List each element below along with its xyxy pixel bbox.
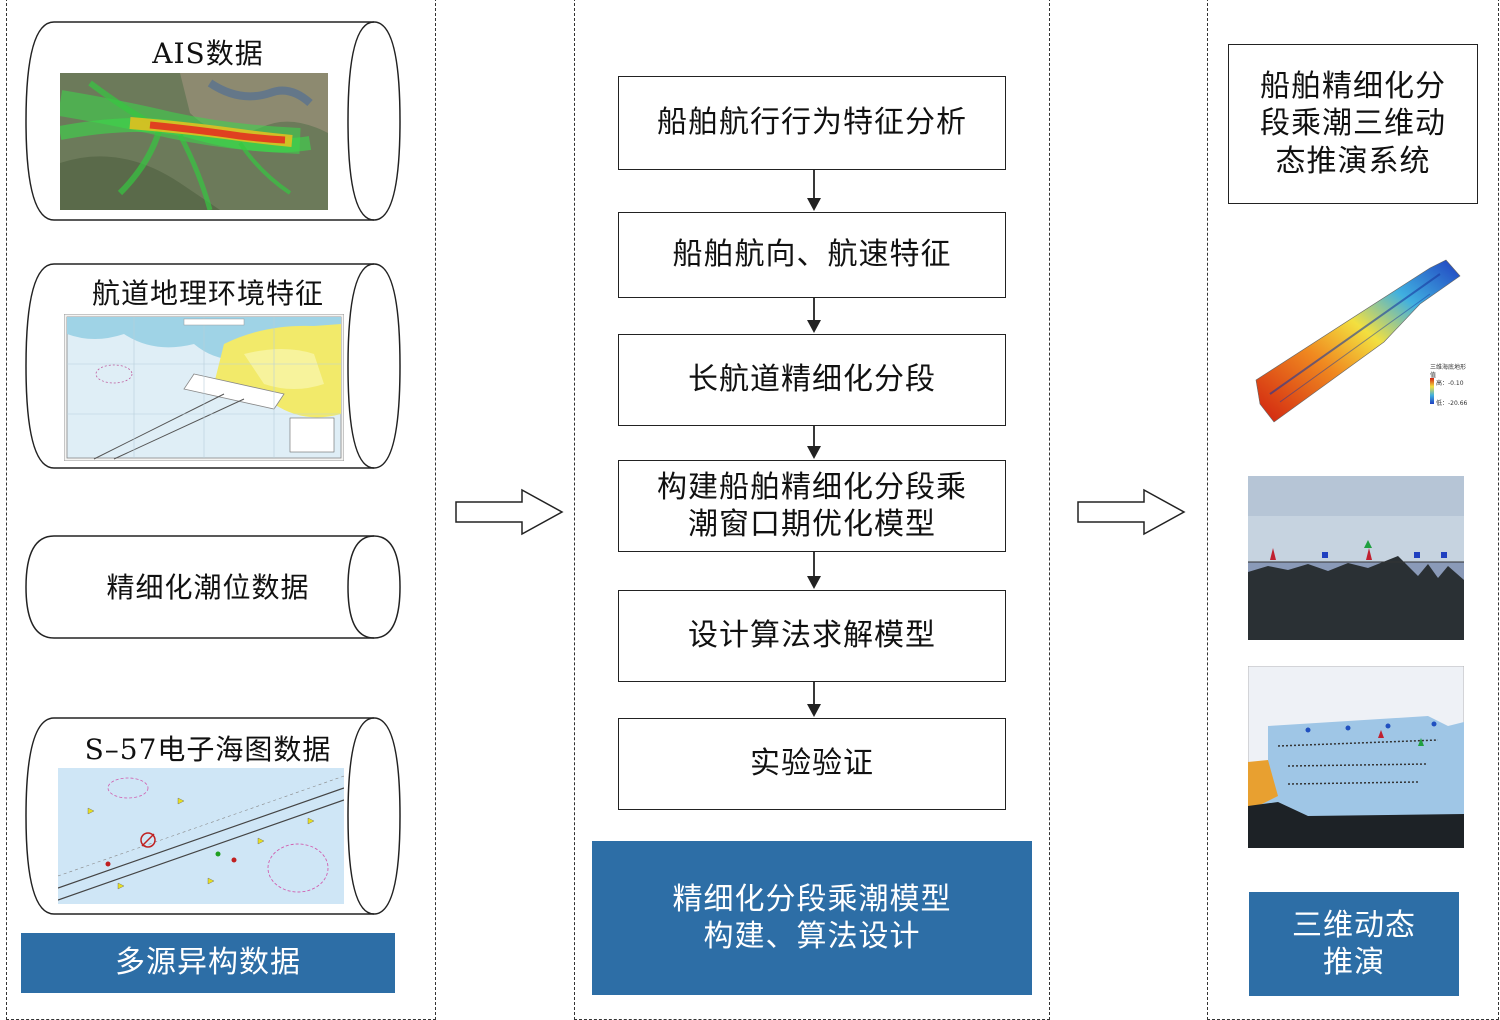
- step-2-text: 船舶航向、航速特征: [672, 237, 952, 273]
- system-title-text: 船舶精细化分 段乘潮三维动 态推演系统: [1260, 68, 1446, 179]
- step-validation: 实验验证: [618, 718, 1006, 810]
- system-banner-text: 三维动态 推演: [1292, 907, 1416, 981]
- legend-high: 高：-0.10: [1436, 380, 1464, 387]
- tide-data-label: 精细化潮位数据: [106, 571, 310, 604]
- model-banner: 精细化分段乘潮模型 构建、算法设计: [592, 841, 1032, 995]
- step-behavior-analysis: 船舶航行行为特征分析: [618, 76, 1006, 170]
- step-algorithm: 设计算法求解模型: [618, 590, 1006, 682]
- right-arrow-2: [1077, 488, 1186, 536]
- s57-enc-label: S–57电子海图数据: [84, 733, 332, 766]
- channel-geography-cylinder: 航道地理环境特征: [14, 262, 402, 470]
- step-6-text: 实验验证: [750, 746, 874, 782]
- legend-sub: 值: [1430, 372, 1437, 379]
- legend-colorbar: [1430, 378, 1434, 404]
- step-4-text: 构建船舶精细化分段乘 潮窗口期优化模型: [657, 469, 967, 543]
- step-heading-speed: 船舶航向、航速特征: [618, 212, 1006, 298]
- ais-data-cylinder: AIS数据: [14, 20, 402, 222]
- channel-geography-label: 航道地理环境特征: [91, 277, 324, 310]
- down-arrow-2: [807, 298, 821, 333]
- nautical-chart-image: [64, 314, 344, 461]
- down-arrow-1: [807, 170, 821, 211]
- down-arrow-5: [807, 682, 821, 717]
- system-title-box: 船舶精细化分 段乘潮三维动 态推演系统: [1228, 44, 1478, 204]
- step-1-text: 船舶航行行为特征分析: [657, 105, 967, 141]
- legend-title: 三维海底地形: [1430, 364, 1467, 371]
- system-banner: 三维动态 推演: [1249, 892, 1459, 996]
- channel-3d-image: [1248, 666, 1464, 848]
- tide-data-cylinder: 精细化潮位数据: [14, 534, 402, 640]
- step-segmentation: 长航道精细化分段: [618, 334, 1006, 426]
- ais-heatmap-image: [60, 73, 328, 210]
- right-arrow-1: [455, 488, 564, 536]
- step-3-text: 长航道精细化分段: [688, 362, 936, 398]
- s57-enc-cylinder: S–57电子海图数据: [14, 716, 402, 916]
- data-sources-banner: 多源异构数据: [21, 933, 395, 993]
- ais-data-label: AIS数据: [152, 37, 264, 70]
- terrain-3d-image: 三维海底地形 值 高：-0.10 低：-20.66: [1250, 254, 1490, 424]
- enc-chart-image: [58, 768, 344, 904]
- step-window-model: 构建船舶精细化分段乘 潮窗口期优化模型: [618, 460, 1006, 552]
- down-arrow-4: [807, 552, 821, 589]
- legend-low: 低：-20.66: [1436, 400, 1468, 407]
- cylinder-shape: [25, 535, 401, 639]
- step-5-text: 设计算法求解模型: [688, 618, 936, 654]
- down-arrow-3: [807, 426, 821, 459]
- data-sources-banner-text: 多源异构数据: [115, 945, 301, 981]
- seabed-profile-image: [1248, 476, 1464, 640]
- model-banner-text: 精细化分段乘潮模型 构建、算法设计: [672, 881, 952, 955]
